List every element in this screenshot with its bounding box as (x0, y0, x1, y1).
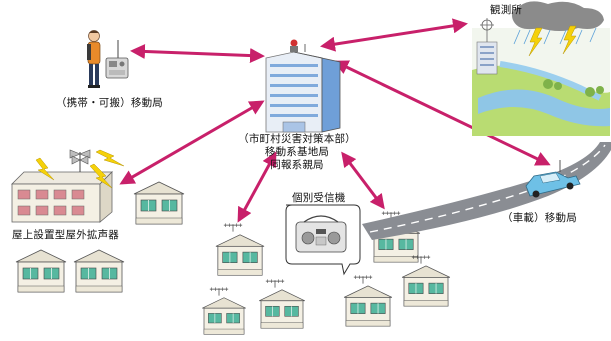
label-hq-line3: 同報系親局 (270, 159, 324, 171)
label-individual-receiver: 個別受信機 (292, 192, 346, 204)
arrow-hq-rooftop (119, 100, 265, 185)
arrow-hq-observatory (320, 18, 468, 52)
road-scene (362, 142, 611, 240)
house-antenna (353, 274, 373, 284)
label-observatory: 観測所 (490, 4, 523, 16)
label-rooftop-speaker: 屋上設置型屋外拡声器 (12, 229, 119, 241)
house (73, 249, 125, 293)
portable-station (87, 30, 129, 88)
house (258, 289, 306, 329)
house (133, 181, 185, 225)
arrow-hq-vehicle (333, 60, 551, 166)
speaker-icon (69, 149, 91, 165)
house (215, 234, 265, 276)
label-vehicle-station: （車載）移動局 (502, 212, 577, 224)
lightning-icon (528, 25, 577, 57)
arrow-hq-houses-right (341, 151, 385, 210)
label-hq-line2: 移動系基地局 (264, 146, 330, 158)
house (343, 285, 393, 327)
radio-icon (105, 40, 129, 79)
rooftop-speaker-building (11, 149, 125, 223)
house (15, 249, 67, 293)
house (201, 297, 247, 335)
label-portable-station: （携帯・可搬）移動局 (56, 97, 163, 109)
hq-building (265, 39, 341, 133)
house (401, 265, 451, 307)
label-hq-line1: （市町村災害対策本部） (238, 133, 356, 145)
house-antenna (209, 286, 229, 296)
arrow-hq-portable (130, 43, 265, 64)
observatory-antenna-icon (480, 18, 494, 42)
link-arrows (119, 18, 551, 223)
person-icon (87, 30, 101, 88)
lightning-icon (35, 149, 125, 189)
radio-icon (295, 215, 347, 253)
car-icon (525, 160, 581, 198)
house-antenna (223, 222, 243, 232)
observatory-scene (472, 1, 610, 136)
individual-receiver-callout (285, 204, 361, 276)
arrow-hq-houses-left (237, 151, 277, 223)
house-antenna (265, 278, 285, 288)
